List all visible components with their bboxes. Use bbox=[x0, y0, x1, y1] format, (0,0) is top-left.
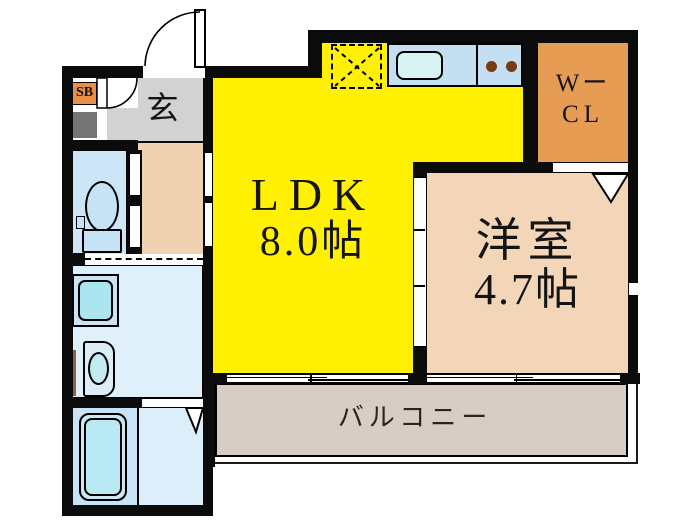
refrigerator-x-mark bbox=[334, 47, 380, 87]
closet-label: Wー CL bbox=[538, 68, 628, 131]
bathtub-inner bbox=[84, 418, 122, 496]
refrigerator-space bbox=[331, 44, 382, 89]
closet-door-triangle bbox=[591, 173, 630, 204]
washing-machine bbox=[78, 280, 113, 321]
toilet-tank bbox=[82, 229, 122, 253]
wash-basin-bowl bbox=[88, 352, 109, 385]
balcony-label: バルコニー bbox=[215, 403, 615, 432]
bedroom-area: 4.7帖 bbox=[474, 264, 581, 314]
toilet-bowl bbox=[85, 181, 119, 232]
entrance-door-leaf bbox=[194, 9, 206, 68]
wall-segment bbox=[413, 345, 427, 383]
wall-segment bbox=[203, 373, 215, 467]
closet-name-line1: Wー bbox=[555, 70, 611, 97]
window-sash-tick bbox=[310, 375, 312, 382]
bathroom-door-triangle bbox=[184, 407, 205, 435]
room-ldk bbox=[213, 78, 413, 373]
left-wall-trim bbox=[73, 350, 76, 396]
toilet-sliding-door-panel bbox=[129, 205, 141, 248]
entrance-inner-door-leaf bbox=[96, 77, 108, 109]
wall-segment bbox=[308, 30, 638, 43]
stove-burner bbox=[506, 61, 517, 72]
entrance-step-line bbox=[138, 141, 205, 143]
closet-door-opening bbox=[553, 162, 628, 173]
wall-segment bbox=[628, 30, 638, 383]
entrance-door-arc bbox=[144, 11, 201, 67]
window-sash bbox=[308, 379, 408, 381]
bedroom-name: 洋室 bbox=[475, 215, 580, 266]
wall-segment bbox=[523, 30, 538, 173]
entrance-name: 玄 bbox=[146, 90, 179, 126]
kitchen-sink bbox=[396, 51, 443, 80]
ldk-balcony-window bbox=[227, 373, 408, 384]
shoe-box-label: SB bbox=[72, 85, 97, 100]
toilet-flush-handle bbox=[76, 216, 85, 229]
kitchen-counter-divider bbox=[476, 44, 478, 86]
ldk-label: LDK 8.0帖 bbox=[213, 170, 413, 265]
bedroom-label: 洋室 4.7帖 bbox=[427, 216, 628, 313]
sliding-door-divider bbox=[414, 229, 425, 231]
wall-segment bbox=[205, 66, 320, 78]
wall-segment bbox=[62, 505, 213, 516]
sliding-door-divider bbox=[414, 285, 425, 287]
entrance-inner-door-arc bbox=[106, 77, 138, 109]
bedroom-sliding-door bbox=[413, 177, 427, 347]
wall-segment bbox=[62, 398, 142, 408]
window-sash bbox=[227, 376, 327, 378]
balcony-outer-edge-right bbox=[636, 383, 638, 464]
wall-segment bbox=[413, 162, 553, 173]
entrance-door-opening bbox=[143, 66, 205, 78]
bedroom-wall-vent bbox=[629, 282, 638, 296]
stove-burner bbox=[486, 61, 497, 72]
wall-segment bbox=[62, 66, 73, 516]
hallway-ldk-sliding-door-panel bbox=[204, 152, 213, 197]
ldk-area: 8.0帖 bbox=[259, 218, 367, 265]
bathroom-door-opening bbox=[142, 398, 203, 408]
wall-segment bbox=[203, 66, 213, 505]
room-hallway bbox=[138, 143, 203, 255]
window-sash bbox=[427, 376, 534, 378]
wall-segment bbox=[203, 373, 227, 384]
closet-name-line2: CL bbox=[562, 101, 604, 129]
toilet-sliding-door-panel bbox=[129, 153, 141, 196]
balcony bbox=[215, 383, 628, 457]
room-bedroom bbox=[427, 173, 628, 373]
wall-segment bbox=[62, 140, 138, 150]
hallway-ldk-sliding-door-panel bbox=[204, 202, 213, 247]
shoe-box-name: SB bbox=[75, 85, 94, 100]
wall-segment bbox=[62, 253, 85, 265]
bedroom-balcony-window bbox=[427, 373, 620, 384]
window-sash-tick bbox=[515, 375, 518, 382]
window-sash bbox=[513, 379, 620, 381]
entrance-label: 玄 bbox=[120, 91, 205, 126]
meter-box bbox=[72, 112, 97, 138]
wall-segment bbox=[62, 66, 143, 78]
entrance-inner-door-swing bbox=[107, 78, 137, 108]
balcony-outer-edge-bottom bbox=[215, 462, 638, 464]
entrance-door-clearance bbox=[97, 78, 107, 143]
washroom-accordion-door bbox=[85, 258, 203, 260]
balcony-name: バルコニー bbox=[337, 403, 493, 432]
ldk-name: LDK bbox=[250, 169, 376, 220]
room-walk-in-closet bbox=[538, 43, 628, 162]
